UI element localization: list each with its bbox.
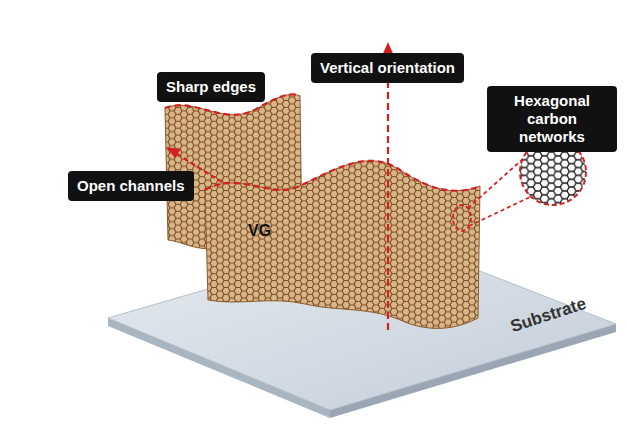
callout-text: Sharp edges <box>166 78 256 96</box>
callout-text: Hexagonal carbon networks <box>496 92 608 146</box>
callout-text: Vertical orientation <box>320 59 455 77</box>
callout-box: Open channels <box>68 171 194 201</box>
callout-text: Open channels <box>77 177 185 195</box>
callout-box: Vertical orientation <box>311 53 464 83</box>
callout-box: Sharp edges <box>157 72 265 102</box>
part-label: VG <box>248 222 271 240</box>
callout-box: Hexagonal carbon networks <box>487 86 617 152</box>
sharp-edge-line <box>205 161 480 191</box>
vertical-arrow <box>381 42 395 330</box>
graphene-sheet <box>205 161 480 329</box>
